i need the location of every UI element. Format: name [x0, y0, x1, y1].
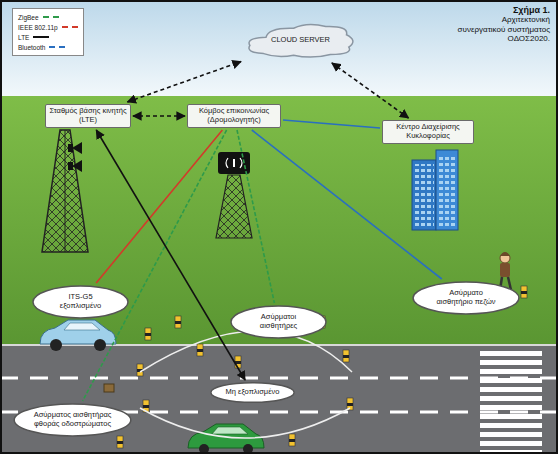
node-label: Κέντρο Διαχείρισης Κυκλοφορίας: [386, 123, 470, 140]
figure-caption: Αρχιτεκτονική συνεργατικού συστήματος ΟΔ…: [454, 15, 550, 44]
legend-label: LTE: [18, 34, 29, 41]
legend-row: ZigBee: [18, 12, 78, 22]
link-connector: [237, 130, 274, 303]
node-label: Μη εξοπλισμένο: [226, 388, 280, 397]
link-connector: [332, 63, 409, 118]
link-connector: [96, 130, 222, 283]
bollard-band: [521, 291, 527, 294]
sensor-bollard: [235, 356, 241, 368]
legend-swatch: [62, 26, 78, 28]
figure-title: Σχήμα 1.: [454, 5, 550, 15]
bollard-band: [145, 333, 151, 336]
node-label: Κόμβος επικοινωνίας (Δρομολογητής): [191, 107, 277, 124]
legend-swatch: [43, 16, 59, 18]
bollard-band: [347, 403, 353, 406]
sensor-bollard: [117, 436, 123, 448]
bollard-band: [117, 441, 123, 444]
label-ellipse: Μη εξοπλισμένο: [210, 382, 295, 403]
label-ellipse: Ασύρματος αισθητήρας φθοράς οδοστρώματος: [13, 403, 132, 437]
legend-swatch: [49, 46, 65, 48]
label-ellipse: ITS-G5 εξοπλισμένο: [32, 285, 129, 319]
label-box: Κέντρο Διαχείρισης Κυκλοφορίας: [382, 120, 474, 144]
label-ellipse: Ασύρματοι αισθητήρες: [230, 305, 327, 339]
node-label: CLOUD SERVER: [271, 36, 330, 45]
node-label: Ασύρματος αισθητήρας φθοράς οδοστρώματος: [34, 411, 112, 428]
bollard-band: [197, 349, 203, 352]
node-label: Ασύρματοι αισθητήρες: [248, 313, 310, 330]
bollard-band: [343, 355, 349, 358]
sensor-bollard: [197, 344, 203, 356]
node-label: Ασύρματο αισθητήριο πεζών: [431, 289, 501, 306]
legend-label: ZigBee: [18, 14, 39, 21]
legend-swatch: [33, 36, 49, 38]
label-ellipse: Ασύρματο αισθητήριο πεζών: [412, 281, 520, 315]
bollard-band: [143, 405, 149, 408]
sensor-bollard: [343, 350, 349, 362]
link-connector: [252, 130, 442, 279]
label-box: Σταθμός βάσης κινητής (LTE): [45, 104, 131, 128]
link-connector: [283, 120, 380, 128]
link-connector: [133, 115, 185, 117]
bollard-band: [175, 321, 181, 324]
legend-label: IEEE 802.11p: [18, 24, 58, 31]
sensor-bollard: [289, 434, 295, 446]
node-label: ITS-G5 εξοπλισμένο: [50, 293, 112, 310]
node-label: Σταθμός βάσης κινητής (LTE): [49, 107, 127, 124]
bollard-band: [289, 439, 295, 442]
sensor-bollard: [145, 328, 151, 340]
legend-row: Bluetooth: [18, 42, 78, 52]
legend-box: ZigBeeIEEE 802.11pLTE Bluetooth: [12, 8, 84, 56]
legend-row: IEEE 802.11p: [18, 22, 78, 32]
legend-label: Bluetooth: [18, 44, 45, 51]
sensor-bollard: [175, 316, 181, 328]
link-connector: [96, 130, 245, 380]
label-box: Κόμβος επικοινωνίας (Δρομολογητής): [187, 104, 281, 128]
link-connector: [83, 130, 227, 401]
legend-row: LTE: [18, 32, 78, 42]
link-connector: [127, 62, 241, 102]
cloud-node: CLOUD SERVER: [243, 20, 358, 61]
sensor-bollard: [521, 286, 527, 298]
figure-caption-box: Σχήμα 1.Αρχιτεκτονική συνεργατικού συστή…: [454, 5, 550, 44]
